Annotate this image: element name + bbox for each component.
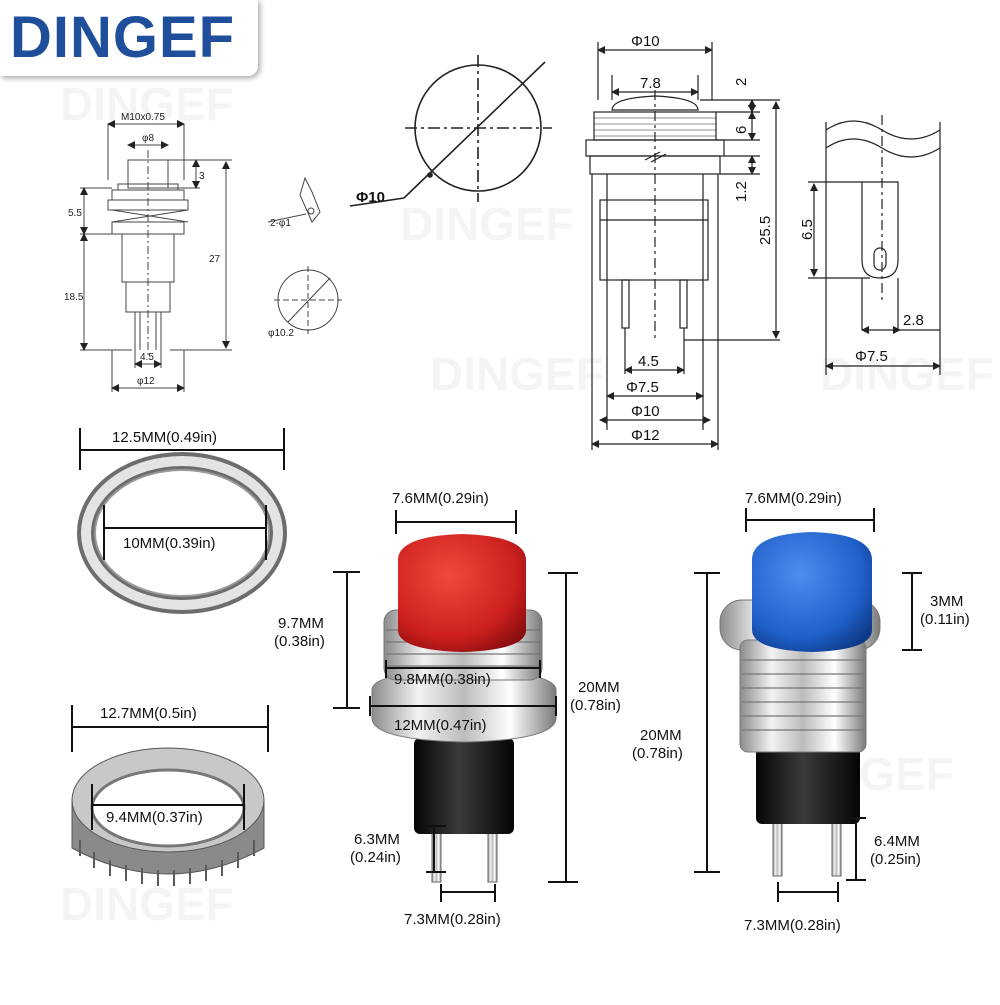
phi12-label: φ12 [137,376,155,387]
front-phi10-top-label: Φ10 [631,33,660,50]
blue-cap-width-label: 7.6MM(0.29in) [745,490,842,507]
front-phi10-label: Φ10 [631,403,660,420]
side-d6_5-label: 6.5 [799,219,816,240]
red-total-in-label: (0.78in) [570,697,621,714]
red-pin-mm-label: 6.3MM [354,831,400,848]
front-d4_5-label: 4.5 [638,353,659,370]
phi8-label: φ8 [142,133,154,144]
circle-drawing: Φ10 [349,55,552,207]
blue-pin-in-label: (0.25in) [870,851,921,868]
d5_5-label: 5.5 [68,208,82,219]
nut-outer-label: 12.7MM(0.5in) [100,705,197,722]
red-switch: 7.6MM(0.29in) 9.7MM (0.38in) 9.8MM(0.38i… [274,490,621,928]
front-d7_8-label: 7.8 [640,75,661,92]
blue-switch: 7.6MM(0.29in) 3MM (0.11in) 20MM (0.78in)… [632,490,970,934]
blue-cap-mm-label: 3MM [930,593,963,610]
blue-pin-mm-label: 6.4MM [874,833,920,850]
red-flange-width-label: 12MM(0.47in) [394,717,487,734]
small-drawing: M10x0.75 φ8 3 27 5.5 18.5 4.5 [64,112,342,392]
brand-logo-text: DINGEF [10,5,236,70]
washer-inner-label: 10MM(0.39in) [123,535,216,552]
blue-total-in-label: (0.78in) [632,745,683,762]
front-drawing: Φ10 7.8 2 6 1.2 25.5 4.5 [585,33,780,450]
watermark-text: DINGEF [400,198,574,250]
side-phi7_5-label: Φ7.5 [855,348,888,365]
side-drawing: 6.5 2.8 Φ7.5 [799,115,941,375]
circle-phi10-label: Φ10 [356,189,385,206]
nut: 12.7MM(0.5in) 9.4MM(0.37in) [71,705,269,886]
red-pin-spacing-label: 7.3MM(0.28in) [404,911,501,928]
washer: 12.5MM(0.49in) 10MM(0.39in) [77,428,287,614]
front-phi7_5-label: Φ7.5 [626,379,659,396]
red-cap-width-label: 7.6MM(0.29in) [392,490,489,507]
front-d25_5-label: 25.5 [757,216,774,245]
front-phi12-label: Φ12 [631,427,660,444]
washer-outer-label: 12.5MM(0.49in) [112,429,217,446]
red-total-mm-label: 20MM [578,679,620,696]
front-d1_2-label: 1.2 [733,181,750,202]
thread-label: M10x0.75 [121,112,165,123]
d4_5-label: 4.5 [140,352,154,363]
red-pin-in-label: (0.24in) [350,849,401,866]
side-d2_8-label: 2.8 [903,312,924,329]
blue-cap-in-label: (0.11in) [920,611,970,628]
blue-pin-spacing-label: 7.3MM(0.28in) [744,917,841,934]
watermark-text: DINGEF [820,348,994,400]
nut-inner-label: 9.4MM(0.37in) [106,809,203,826]
front-d6-label: 6 [733,126,750,134]
front-d2-label: 2 [733,78,750,86]
d3-label: 3 [199,171,205,182]
red-height-mm-label: 9.7MM [278,615,324,632]
d18_5-label: 18.5 [64,292,84,303]
blue-total-mm-label: 20MM [640,727,682,744]
watermark-text: DINGEF [60,878,234,930]
watermark-text: DINGEF [430,348,604,400]
hole-label: 2-φ1 [270,218,291,229]
red-height-in-label: (0.38in) [274,633,325,650]
panel-hole-label: φ10.2 [268,328,294,339]
d27-label: 27 [209,254,221,265]
brand-logo: DINGEF [0,0,258,76]
red-thread-width-label: 9.8MM(0.38in) [394,671,491,688]
